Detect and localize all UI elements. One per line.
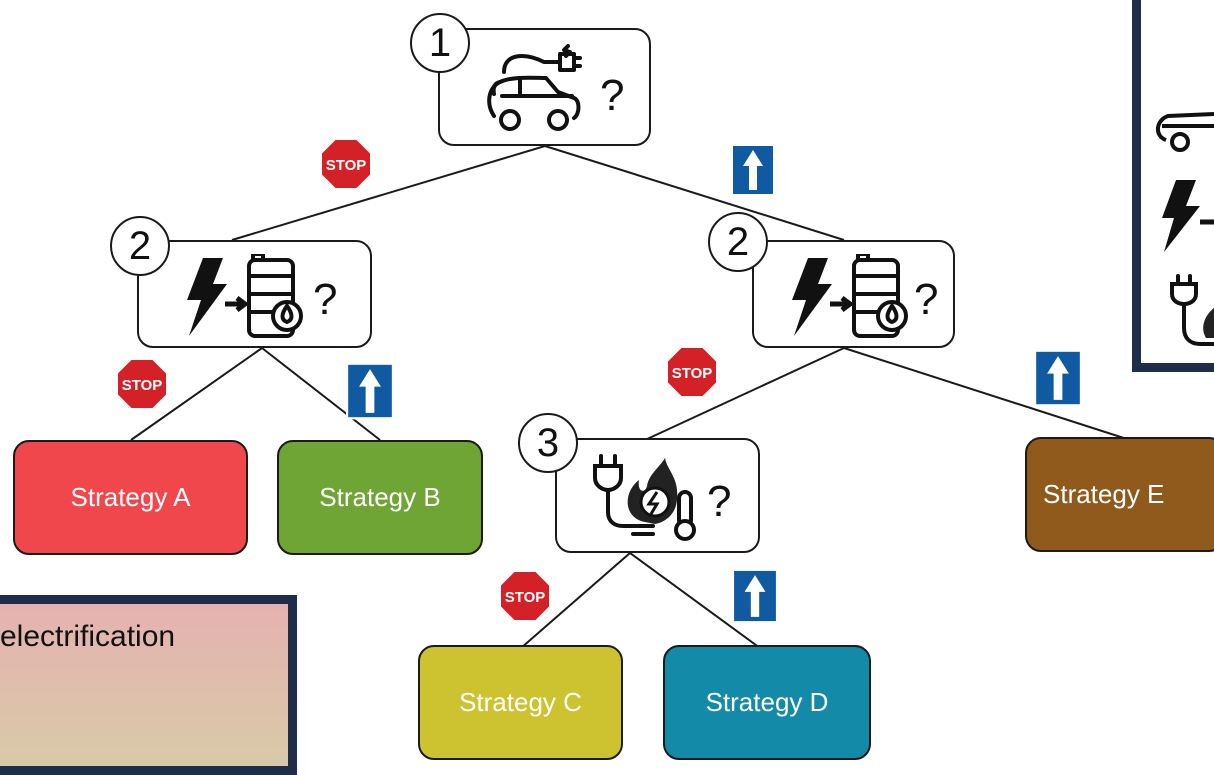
stop-text: STOP — [326, 157, 367, 174]
strategy-d: Strategy D — [663, 645, 871, 760]
strategy-a: Strategy A — [13, 440, 248, 555]
stop-sign-icon: STOP — [116, 358, 168, 410]
stop-sign-icon: STOP — [499, 570, 551, 622]
electric-heat-icon — [1170, 274, 1214, 346]
stop-sign-icon: STOP — [320, 138, 372, 190]
power-to-fuel-icon — [792, 254, 908, 338]
node-number: 1 — [410, 13, 470, 73]
node-number: 3 — [518, 413, 578, 473]
question-mark: ? — [600, 71, 625, 120]
stop-sign-icon: STOP — [666, 346, 718, 398]
up-arrow-sign-icon — [346, 362, 394, 420]
question-mark: ? — [313, 275, 338, 324]
decision-node-3: ? — [555, 438, 760, 553]
up-arrow-sign-icon — [731, 144, 775, 196]
electric-car-icon — [487, 44, 582, 131]
electric-car-icon — [1156, 112, 1214, 152]
legend-electrification — [0, 595, 297, 775]
legend-icons — [1132, 0, 1214, 372]
up-arrow-sign-icon — [1034, 349, 1082, 407]
electric-heat-icon — [593, 454, 696, 541]
question-mark: ? — [914, 275, 939, 324]
stop-text: STOP — [122, 377, 163, 394]
question-mark: ? — [707, 477, 732, 526]
stop-text: STOP — [505, 589, 546, 606]
strategy-e: Strategy E — [1025, 437, 1214, 552]
strategy-c: Strategy C — [418, 645, 623, 760]
strategy-b: Strategy B — [277, 440, 483, 555]
power-to-fuel-icon — [1162, 180, 1214, 252]
stop-text: STOP — [672, 365, 713, 382]
up-arrow-sign-icon — [732, 568, 778, 624]
decision-node-2-left: ? — [137, 240, 372, 348]
power-to-fuel-icon — [187, 254, 303, 338]
legend-electrification-text: electrification — [0, 620, 176, 653]
decision-node-1: ? — [438, 28, 651, 146]
decision-node-2-right: ? — [752, 240, 955, 348]
node-number: 2 — [708, 212, 768, 272]
node-number: 2 — [110, 216, 170, 276]
